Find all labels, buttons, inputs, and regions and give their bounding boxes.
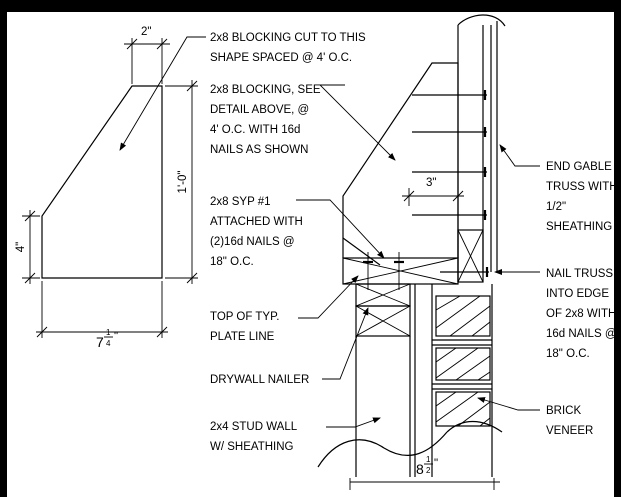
note-nail-truss-4: 16d NAILS @ (546, 328, 617, 340)
dim-brick-whole: 8 (416, 461, 424, 477)
dim-height: 1'-0" (177, 171, 189, 194)
dim-top-width: 2" (141, 26, 151, 38)
dim-brick-inch: " (434, 458, 438, 470)
notes: 2x8 BLOCKING CUT TO THIS SHAPE SPACED @ … (210, 32, 618, 453)
note-stud-wall-1: 2x4 STUD WALL (210, 421, 298, 433)
dim-left-height: 4" (15, 242, 27, 252)
dim-bottom-inch: " (114, 331, 118, 343)
top-plate (342, 237, 459, 290)
dim-brick-num: 1 (426, 455, 431, 464)
note-end-gable-2: TRUSS WITH (546, 181, 618, 193)
leaders (296, 84, 540, 428)
drawing-paper (7, 12, 614, 497)
note-blocking-detail-3: 4' O.C. WITH 16d (210, 124, 300, 136)
note-blocking-detail-4: NAILS AS SHOWN (210, 144, 308, 156)
note-blocking-cut-2: SHAPE SPACED @ 4' O.C. (210, 52, 352, 64)
note-syp-1: 2x8 SYP #1 (210, 196, 271, 208)
blocking-profile (22, 36, 206, 338)
note-end-gable-3: 1/2" (546, 201, 566, 213)
note-syp-4: 18" O.C. (210, 256, 254, 268)
blocking-section (342, 62, 464, 258)
note-stud-wall-2: W/ SHEATHING (210, 441, 294, 453)
dim-truss-offset: 3" (426, 177, 436, 189)
note-syp-2: ATTACHED WITH (210, 216, 303, 228)
dimension-labels: 2" 1'-0" 4" 7 1 4 " 3" 8 1 2 " (15, 26, 438, 477)
note-nail-truss-5: 18" O.C. (546, 348, 590, 360)
note-blocking-detail-2: DETAIL ABOVE, @ (210, 104, 309, 116)
dim-bottom-whole: 7 (96, 334, 104, 350)
dim-brick-den: 2 (426, 466, 431, 475)
note-drywall: DRYWALL NAILER (210, 374, 309, 386)
dim-bottom-den: 4 (106, 339, 111, 348)
dim-bottom-num: 1 (106, 328, 111, 337)
stud-wall (317, 284, 448, 477)
note-brick-1: BRICK (546, 405, 581, 417)
note-plate-2: PLATE LINE (210, 331, 275, 343)
drywall-nailer (355, 283, 411, 337)
note-brick-2: VENEER (546, 425, 593, 437)
note-syp-3: (2)16d NAILS @ (210, 236, 295, 248)
note-end-gable-1: END GABLE (546, 161, 612, 173)
note-plate-1: TOP OF TYP. (210, 311, 279, 323)
note-nail-truss-1: NAIL TRUSS (546, 268, 613, 280)
note-blocking-cut-1: 2x8 BLOCKING CUT TO THIS (210, 32, 366, 44)
brick-veneer (349, 284, 503, 490)
note-nail-truss-2: INTO EDGE (546, 288, 609, 300)
note-blocking-detail-1: 2x8 BLOCKING, SEE (210, 84, 321, 96)
note-nail-truss-3: OF 2x8 WITH (546, 308, 616, 320)
note-end-gable-4: SHEATHING (546, 221, 612, 233)
